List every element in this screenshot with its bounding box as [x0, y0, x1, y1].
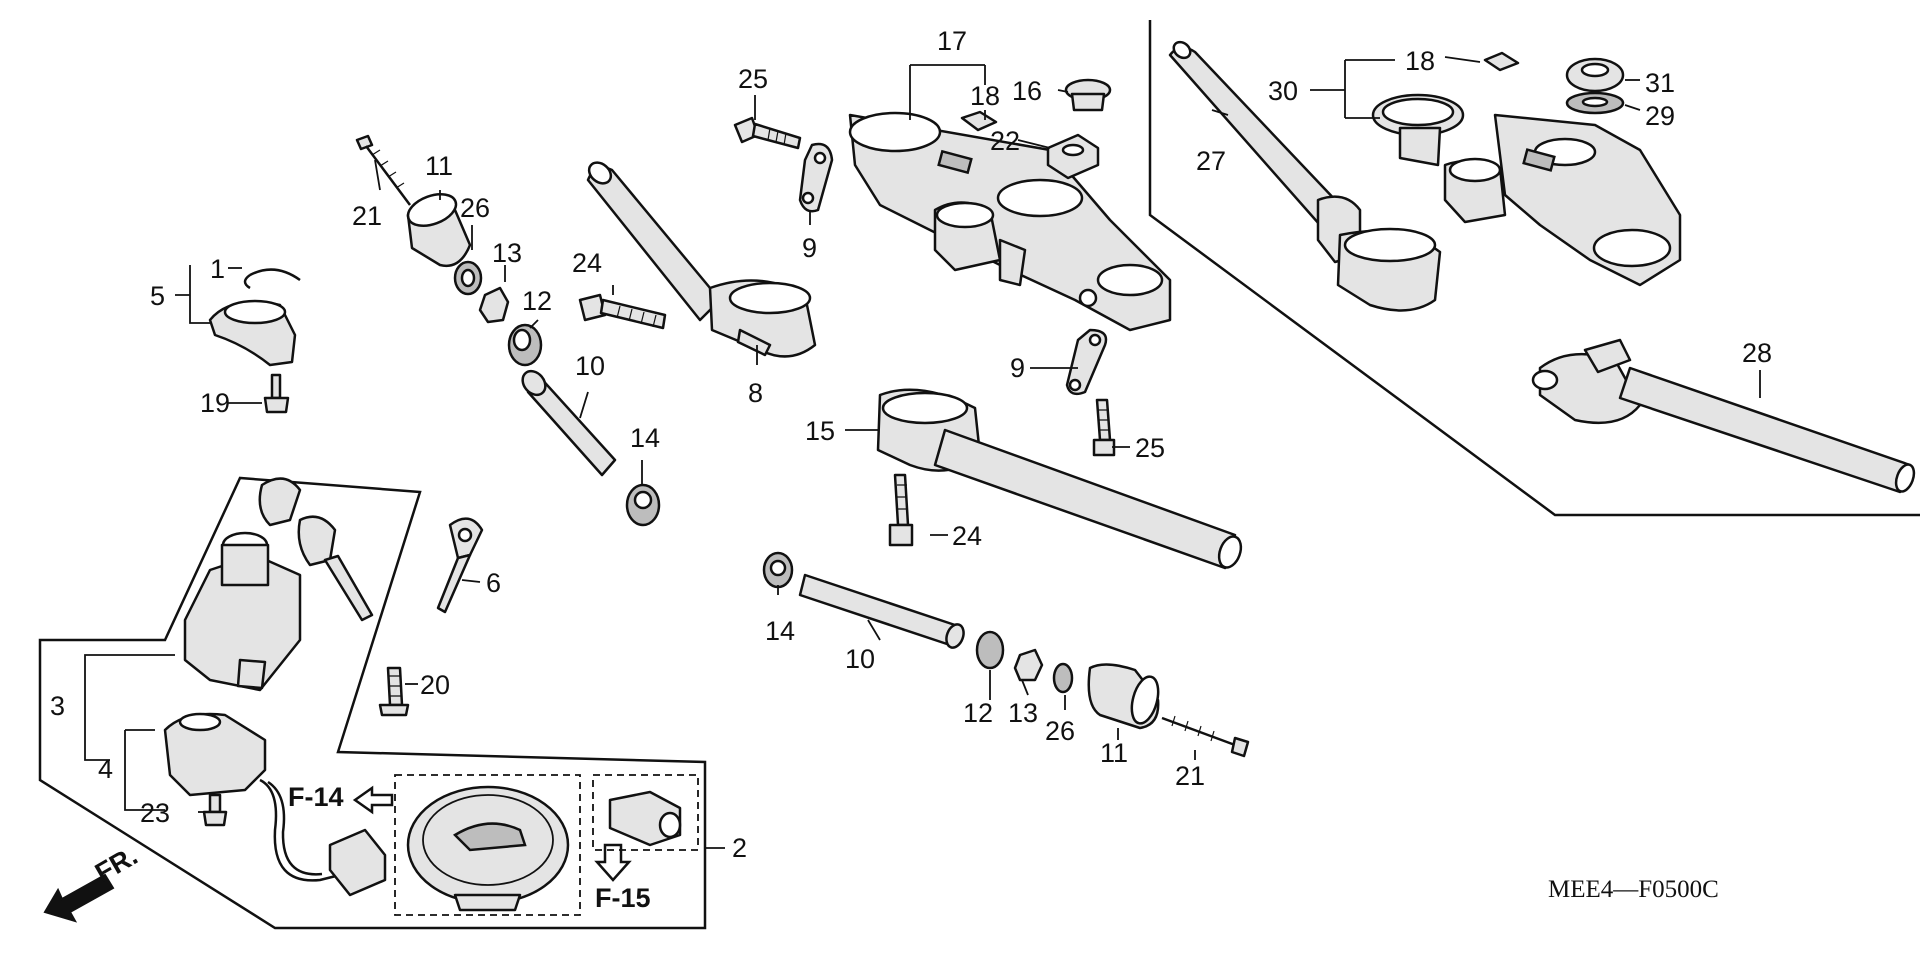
rubber-12-left — [507, 323, 543, 367]
fuel-cap-reference-box — [394, 774, 581, 916]
end-weight-left — [406, 193, 472, 268]
leader-lines — [84, 56, 1761, 849]
label-13-right: 13 — [1008, 698, 1038, 728]
handlebar-alt-left — [1168, 40, 1442, 312]
nut-31 — [1565, 57, 1625, 93]
label-12-left: 12 — [522, 286, 552, 316]
screw-21-left — [355, 134, 412, 206]
end-weight-right — [1087, 663, 1160, 730]
label-26-right: 26 — [1045, 716, 1075, 746]
cable-guide — [208, 299, 297, 367]
screw-23 — [202, 793, 228, 827]
f15-arrow — [594, 843, 632, 882]
label-6: 6 — [486, 568, 501, 598]
handlebar-right — [876, 388, 1243, 570]
label-20: 20 — [420, 670, 450, 700]
bolt-25-upper — [733, 116, 802, 150]
fuel-cap — [406, 785, 570, 912]
label-19: 19 — [200, 388, 230, 418]
clip-1 — [243, 268, 301, 290]
label-13-left: 13 — [492, 238, 522, 268]
label-27: 27 — [1196, 146, 1226, 176]
washer-plate — [960, 110, 998, 132]
clip-13-left — [478, 286, 510, 324]
label-31: 31 — [1645, 68, 1675, 98]
label-22: 22 — [990, 126, 1020, 156]
label-28: 28 — [1742, 338, 1772, 368]
f14-arrow — [352, 785, 394, 815]
ref-f14: F-14 — [288, 782, 344, 812]
label-21-right: 21 — [1175, 761, 1205, 791]
label-11-right: 11 — [1100, 738, 1128, 768]
label-18-alt: 18 — [1405, 46, 1435, 76]
label-23: 23 — [140, 798, 170, 828]
ignition-keys — [258, 477, 374, 622]
label-15: 15 — [805, 416, 835, 446]
label-10-right: 10 — [845, 644, 875, 674]
rubber-12-right — [975, 630, 1005, 670]
label-24-upper: 24 — [572, 248, 602, 278]
sensor-wire — [259, 778, 341, 882]
label-9-lower: 9 — [1010, 353, 1025, 383]
washer-29 — [1565, 91, 1625, 115]
bracket-lower — [1065, 328, 1108, 396]
label-9-upper: 9 — [802, 233, 817, 263]
top-bridge — [848, 111, 1172, 332]
cap — [1064, 78, 1112, 112]
bolt-25-lower — [1092, 398, 1116, 457]
label-18-upper: 18 — [970, 81, 1000, 111]
front-arrow — [43, 873, 115, 923]
bolt-24-lower — [888, 473, 914, 547]
label-25-upper: 25 — [738, 64, 768, 94]
sensor-connector — [328, 828, 387, 897]
washer-plate-alt — [1483, 51, 1520, 72]
diagram-code: MEE4—F0500C — [1548, 876, 1719, 903]
screw-20 — [378, 666, 410, 717]
label-4: 4 — [98, 754, 113, 784]
screw-21-right — [1161, 715, 1250, 758]
label-25-lower: 25 — [1135, 433, 1165, 463]
label-16: 16 — [1012, 76, 1042, 106]
label-11-left: 11 — [425, 151, 453, 181]
seat-lock-reference-box — [592, 774, 699, 851]
label-24-lower: 24 — [952, 521, 982, 551]
label-5: 5 — [150, 281, 165, 311]
part-labels: 1 5 19 21 11 26 13 12 10 14 24 8 25 9 17… — [50, 26, 1772, 863]
screw-19 — [263, 373, 290, 414]
weight-rod-right — [798, 573, 965, 649]
alt-assembly-boundary — [1148, 20, 1920, 517]
weight-rod-left — [521, 369, 617, 477]
clip-13-right — [1013, 648, 1044, 682]
nut-14-right — [762, 551, 794, 589]
top-bridge-alt — [1371, 93, 1682, 287]
key — [436, 517, 484, 614]
ignition-group-boundary — [38, 476, 707, 930]
handlebar-left — [586, 161, 817, 358]
ref-f15: F-15 — [595, 883, 651, 913]
label-29: 29 — [1645, 101, 1675, 131]
label-14-right: 14 — [765, 616, 795, 646]
ignition-switch — [183, 531, 302, 692]
nut-14-left — [625, 483, 661, 527]
label-10-left: 10 — [575, 351, 605, 381]
handlebar-alt-right — [1531, 338, 1916, 494]
label-21-left: 21 — [352, 201, 382, 231]
label-2: 2 — [732, 833, 747, 863]
bracket-upper — [798, 142, 834, 213]
stem-nut — [1046, 133, 1100, 180]
switch-sensor — [163, 712, 267, 797]
label-30: 30 — [1268, 76, 1298, 106]
label-12-right: 12 — [963, 698, 993, 728]
seat-lock — [608, 790, 682, 847]
label-26-left: 26 — [460, 193, 490, 223]
label-1: 1 — [210, 254, 225, 284]
label-14-left: 14 — [630, 423, 660, 453]
label-8: 8 — [748, 378, 763, 408]
bolt-24-upper — [578, 293, 667, 330]
washer-26-right — [1052, 662, 1074, 694]
label-17: 17 — [937, 26, 967, 56]
label-3: 3 — [50, 691, 65, 721]
